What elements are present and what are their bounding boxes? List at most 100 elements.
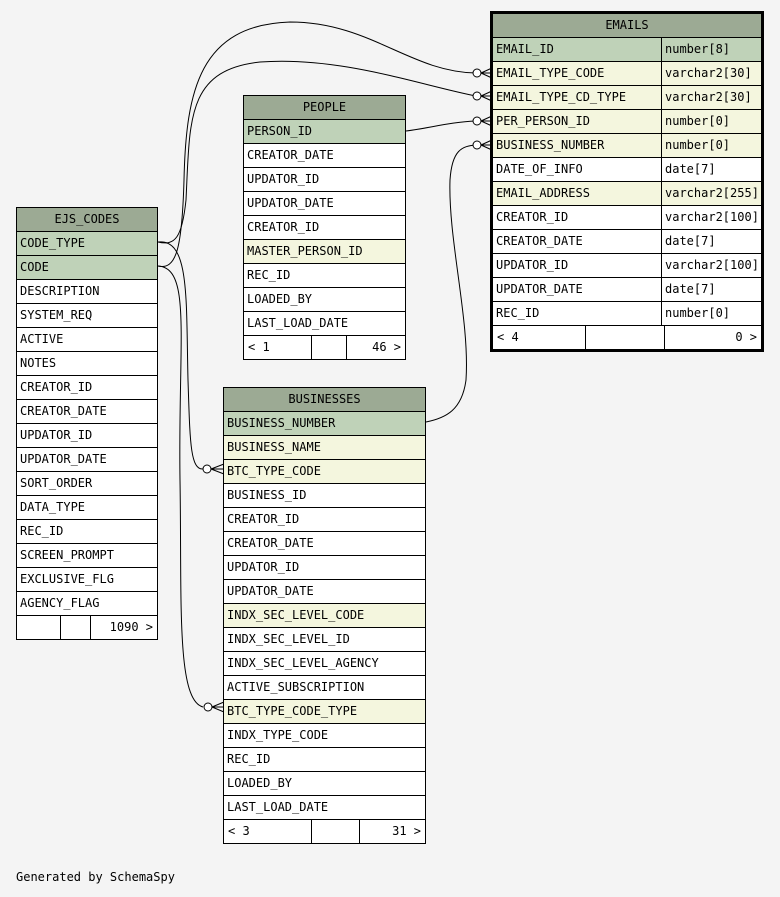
table-title[interactable]: BUSINESSES [224, 388, 425, 412]
column-row[interactable]: SORT_ORDER [17, 472, 157, 496]
column-name: BTC_TYPE_CODE [227, 464, 321, 478]
parent-count[interactable]: < 3 [228, 824, 250, 838]
column-row[interactable]: DESCRIPTION [17, 280, 157, 304]
table-ejs-codes[interactable]: EJS_CODES CODE_TYPE CODE DESCRIPTION SYSTEM_… [16, 207, 158, 640]
column-row[interactable]: BTC_TYPE_CODE_TYPE [224, 700, 425, 724]
column-name: EMAIL_TYPE_CODE [496, 66, 605, 80]
column-row[interactable]: AGENCY_FLAG [17, 592, 157, 616]
column-name: PER_PERSON_ID [496, 114, 590, 128]
table-title[interactable]: PEOPLE [244, 96, 405, 120]
column-row[interactable]: UPDATOR_ID [17, 424, 157, 448]
column-row[interactable]: CREATOR_DATE [244, 144, 405, 168]
column-name: DATA_TYPE [20, 500, 86, 514]
column-row[interactable]: MASTER_PERSON_ID [244, 240, 405, 264]
footer-spacer [585, 326, 665, 349]
column-name: DESCRIPTION [20, 284, 100, 298]
column-row[interactable]: CREATOR_DATE [17, 400, 157, 424]
crowfoot [210, 463, 225, 475]
column-name: BUSINESS_ID [227, 488, 307, 502]
column-row[interactable]: REC_ID [17, 520, 157, 544]
child-count[interactable]: 31 > [392, 824, 421, 838]
child-count[interactable]: 1090 > [109, 620, 153, 634]
column-row[interactable]: CREATOR_ID [224, 508, 425, 532]
column-row[interactable]: INDX_SEC_LEVEL_CODE [224, 604, 425, 628]
column-row[interactable]: BUSINESS_NUMBER [224, 412, 425, 436]
column-row[interactable]: SYSTEM_REQ [17, 304, 157, 328]
column-name: CREATOR_DATE [227, 536, 314, 550]
column-row[interactable]: CODE [17, 256, 157, 280]
crowfoot [211, 701, 225, 713]
column-type: date[7] [661, 230, 761, 253]
column-row[interactable]: CREATOR_DATE [224, 532, 425, 556]
column-row[interactable]: INDX_SEC_LEVEL_ID [224, 628, 425, 652]
endpoint-circle [202, 464, 212, 474]
column-name: REC_ID [20, 524, 64, 538]
column-name: UPDATOR_DATE [227, 584, 314, 598]
column-type: varchar2[30] [661, 62, 761, 85]
column-name: CREATOR_ID [496, 210, 569, 224]
column-row[interactable]: LAST_LOAD_DATE [244, 312, 405, 336]
column-row[interactable]: CREATOR_ID [17, 376, 157, 400]
column-row[interactable]: UPDATOR_ID [224, 556, 425, 580]
column-row[interactable]: INDX_SEC_LEVEL_AGENCY [224, 652, 425, 676]
column-row[interactable]: UPDATOR_DATE [244, 192, 405, 216]
column-row[interactable]: BUSINESS_NAME [224, 436, 425, 460]
parent-count[interactable]: < 4 [497, 330, 519, 344]
column-row[interactable]: BUSINESS_ID [224, 484, 425, 508]
column-name: INDX_SEC_LEVEL_CODE [227, 608, 365, 622]
table-title[interactable]: EJS_CODES [17, 208, 157, 232]
column-row[interactable]: DATA_TYPE [17, 496, 157, 520]
column-name: LAST_LOAD_DATE [227, 800, 329, 814]
link-businesses-emails [425, 144, 477, 423]
column-row[interactable]: BTC_TYPE_CODE [224, 460, 425, 484]
column-name: SYSTEM_REQ [20, 308, 93, 322]
column-row[interactable]: LAST_LOAD_DATE [224, 796, 425, 820]
table-footer: < 3 31 > [224, 820, 425, 843]
column-row[interactable]: PERSON_ID [244, 120, 405, 144]
column-type: date[7] [661, 158, 761, 181]
column-name: SCREEN_PROMPT [20, 548, 114, 562]
column-name: UPDATOR_ID [20, 428, 93, 442]
parent-count[interactable] [17, 616, 60, 639]
column-row[interactable]: CODE_TYPE [17, 232, 157, 256]
column-name: MASTER_PERSON_ID [247, 244, 363, 258]
column-row[interactable]: EXCLUSIVE_FLG [17, 568, 157, 592]
table-title[interactable]: EMAILS [493, 14, 761, 38]
column-row[interactable]: LOADED_BY [244, 288, 405, 312]
column-name: CREATOR_DATE [247, 148, 334, 162]
column-row[interactable]: REC_ID [224, 748, 425, 772]
child-count[interactable]: 0 > [735, 330, 757, 344]
endpoint-circle [472, 140, 482, 150]
parent-count[interactable]: < 1 [248, 340, 270, 354]
column-row[interactable]: SCREEN_PROMPT [17, 544, 157, 568]
column-row[interactable]: REC_ID [244, 264, 405, 288]
column-row[interactable]: LOADED_BY [224, 772, 425, 796]
child-count[interactable]: 46 > [372, 340, 401, 354]
column-row[interactable]: NOTES [17, 352, 157, 376]
column-row[interactable]: CREATOR_ID [244, 216, 405, 240]
column-row[interactable]: ACTIVE [17, 328, 157, 352]
column-row[interactable]: ACTIVE_SUBSCRIPTION [224, 676, 425, 700]
column-row[interactable]: INDX_TYPE_CODE [224, 724, 425, 748]
column-row[interactable]: UPDATOR_DATE [17, 448, 157, 472]
column-row[interactable]: UPDATOR_DATE [224, 580, 425, 604]
column-row[interactable]: EMAIL_TYPE_CODE varchar2[30] [493, 62, 761, 86]
column-name: BTC_TYPE_CODE_TYPE [227, 704, 358, 718]
column-row[interactable]: UPDATOR_ID [244, 168, 405, 192]
generated-by-label: Generated by SchemaSpy [16, 870, 175, 884]
column-name: CODE_TYPE [20, 236, 86, 250]
